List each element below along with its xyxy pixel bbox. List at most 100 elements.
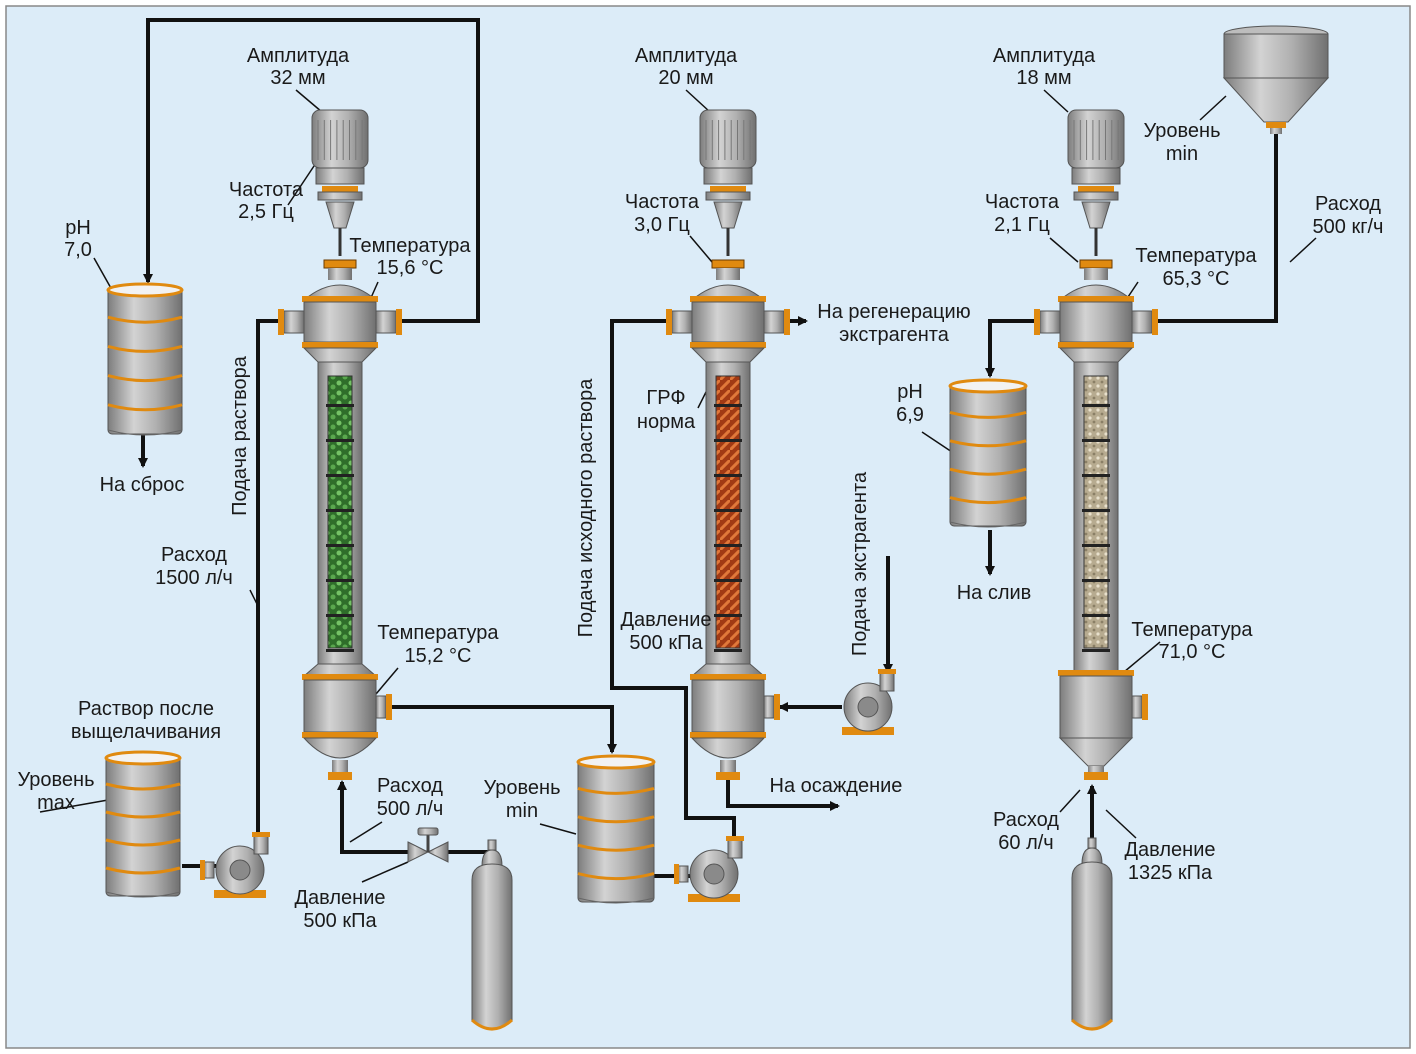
left-flange	[278, 309, 284, 335]
bottom-band	[302, 674, 378, 680]
top-band	[690, 296, 766, 302]
c1-gas-pressure-value: 500 кПа	[303, 910, 377, 932]
gas-bottle-1	[470, 839, 514, 1031]
plate	[1082, 404, 1110, 407]
plate	[326, 474, 354, 477]
c3-bottom-temp-value: 71,0 °С	[1159, 641, 1226, 663]
bottom-flange	[328, 772, 352, 780]
tank-body	[577, 759, 655, 903]
c2-amplitude-value: 20 мм	[658, 67, 713, 89]
c3-ph-value: 6,9	[896, 404, 924, 426]
plate	[714, 614, 742, 617]
bottle-neck	[481, 849, 503, 867]
tank-bottom	[105, 891, 181, 898]
top-settler	[1059, 301, 1133, 343]
c3-frequency-title: Частота	[985, 191, 1060, 213]
bottom-nozzle	[763, 695, 775, 719]
bottle-base	[470, 1018, 514, 1031]
right-flange	[396, 309, 402, 335]
bottom-nozzle	[375, 695, 387, 719]
c3-top-temp-value: 65,3 °С	[1163, 268, 1230, 290]
left-nozzle	[283, 310, 305, 334]
c1-frequency-value: 2,5 Гц	[238, 201, 294, 223]
bottom-outlet	[720, 760, 736, 772]
tank-band	[105, 782, 181, 791]
tank-band	[577, 843, 655, 852]
tank-bottom	[577, 897, 655, 904]
left-flange	[1034, 309, 1040, 335]
bottom-flange	[1084, 772, 1108, 780]
level-min-tank	[576, 754, 656, 904]
top-nozzle	[328, 268, 352, 280]
left-nozzle	[1039, 310, 1061, 334]
c1-source-tank-line2: выщелачивания	[71, 721, 221, 743]
top-settler	[691, 301, 765, 343]
c1-level-value: max	[37, 792, 75, 814]
c2-amplitude-title: Амплитуда	[635, 45, 738, 67]
hopper-outlet	[1270, 128, 1282, 134]
motor-housing	[311, 109, 369, 169]
top-band	[302, 296, 378, 302]
bottom-outlet	[332, 760, 348, 772]
right-flange	[784, 309, 790, 335]
c1-feed-flow-value: 1500 л/ч	[155, 567, 233, 589]
plate	[1082, 579, 1110, 582]
c1-top-temp-value: 15,6 °С	[377, 257, 444, 279]
drive-cone	[1081, 201, 1111, 229]
c1-discharge: На сброс	[100, 474, 185, 496]
c3-hopper-level-value: min	[1166, 143, 1198, 165]
c3-gas-flow-value: 60 л/ч	[998, 832, 1053, 854]
valve-right	[426, 841, 449, 863]
extractant-pump	[842, 669, 896, 735]
tank-band	[107, 344, 183, 353]
plate	[714, 439, 742, 442]
c2-frequency-title: Частота	[625, 191, 700, 213]
plate	[326, 439, 354, 442]
tank-band	[577, 786, 655, 795]
hopper-cone	[1222, 77, 1330, 123]
coupling	[322, 186, 358, 192]
pump-impeller	[857, 696, 879, 718]
right-flange	[1152, 309, 1158, 335]
c1-feed-flow-title: Расход	[161, 544, 227, 566]
valve-handle	[417, 827, 439, 836]
extraction-column-1	[278, 109, 402, 780]
c1-amplitude-title: Амплитуда	[247, 45, 350, 67]
plate	[326, 614, 354, 617]
ph-tank-1	[106, 282, 184, 436]
left-nozzle	[671, 310, 693, 334]
c3-gas-pressure-title: Давление	[1125, 839, 1216, 861]
c1-top-temp-title: Температура	[349, 235, 471, 257]
top-band	[1058, 296, 1134, 302]
bottom-band	[690, 674, 766, 680]
c3-gas-flow-title: Расход	[993, 809, 1059, 831]
pump-inlet-flange	[674, 864, 679, 884]
plate	[326, 404, 354, 407]
feed-pump-2	[674, 836, 744, 902]
motor-housing	[699, 109, 757, 169]
right-nozzle	[375, 310, 397, 334]
bottom-band-low	[302, 732, 378, 738]
plate	[714, 544, 742, 547]
tank-bottom	[949, 521, 1027, 528]
pump-impeller	[703, 863, 725, 885]
pump-inlet-flange	[200, 860, 205, 880]
plate	[1082, 474, 1110, 477]
bottle-valve	[1087, 837, 1097, 849]
plate	[1082, 544, 1110, 547]
bottom-flange	[716, 772, 740, 780]
c1-bottom-temp-title: Температура	[377, 622, 499, 644]
tank-band	[577, 815, 655, 824]
coupling-disk	[705, 191, 751, 201]
c2-pressure-title: Давление	[621, 609, 712, 631]
plate	[1082, 509, 1110, 512]
plate	[714, 649, 742, 652]
c1-gas-flow-title: Расход	[377, 775, 443, 797]
tank-band	[577, 872, 655, 881]
hopper-flange	[1266, 122, 1286, 128]
c2-level-title: Уровень	[483, 777, 560, 799]
pump-outlet	[253, 835, 269, 855]
bottom-band	[1058, 670, 1134, 676]
labels: Амплитуда 32 мм Частота 2,5 Гц Температу…	[17, 45, 1383, 932]
